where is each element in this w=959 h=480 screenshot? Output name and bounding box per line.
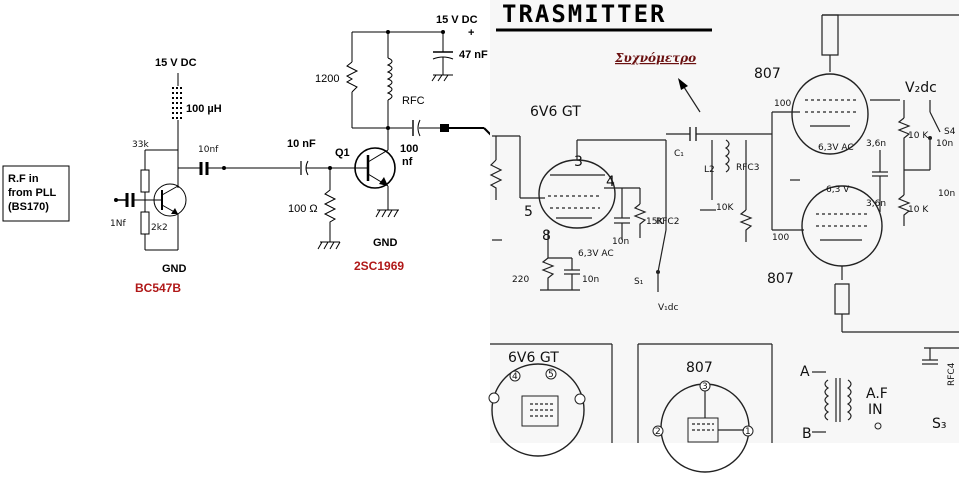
rf-input-box: [2, 165, 70, 222]
rfc4-label: RFC4: [947, 362, 957, 386]
heater1-label: 6,3V AC: [578, 249, 614, 259]
c1-label: C₁: [674, 149, 684, 159]
r10ka-label: 10 K: [908, 131, 929, 141]
base-6v6-label: 6V6 GT: [508, 350, 559, 366]
r10k-label: 10K: [716, 203, 734, 213]
rfc2-label: RFC2: [656, 217, 679, 227]
base-807-diagram: [652, 380, 754, 473]
transistor1-label: BC547B: [135, 281, 181, 295]
rfc-label: RFC: [402, 95, 425, 107]
r33k-label: 33k: [132, 140, 149, 150]
v2dc-label: V₂dc: [905, 80, 937, 96]
heater2-label: 6,3V AC: [818, 143, 854, 153]
right-schematic: TRASMITTER Συχνόμετρο 6V6 GT 5 3 4 8 6,3…: [488, 0, 959, 473]
af-in-b-label: IN: [868, 402, 883, 418]
tube-807-top-label: 807: [754, 66, 781, 82]
l2-label: L2: [704, 165, 715, 175]
c1nf-label: 1Nf: [110, 219, 126, 229]
s1-label: S₁: [634, 277, 644, 287]
gnd-label-2: GND: [373, 237, 398, 249]
base-pin1-807: 1: [745, 427, 751, 437]
c3n6b-label: 3,6n: [866, 199, 886, 209]
r1200-label: 1200: [315, 73, 339, 85]
gnd-label-1: GND: [162, 263, 187, 275]
base-pin3-807: 3: [702, 382, 708, 392]
plus-sign: +: [468, 27, 474, 39]
af-in-a-label: A.F: [866, 386, 888, 402]
choke-100uh: [172, 87, 184, 119]
heater3-label: 6,3 V: [826, 185, 850, 195]
c10nF-label: 10 nF: [287, 138, 316, 150]
transistor2-label: 2SC1969: [354, 259, 404, 273]
c47nf-label: 47 nF: [459, 49, 488, 61]
rf-box-line1: R.F in: [8, 173, 39, 185]
c10n-label: 10n: [612, 237, 629, 247]
c3n6a-label: 3,6n: [866, 139, 886, 149]
supply-label-2: 15 V DC: [436, 14, 478, 26]
pin5-label: 5: [524, 204, 533, 220]
tube-807-top: [791, 73, 869, 155]
q1-label: Q1: [335, 147, 350, 159]
r100b-label: 100: [772, 233, 789, 243]
base-807-label: 807: [686, 360, 713, 376]
s3-label: S₃: [932, 416, 947, 432]
c10nc-label: 10n: [936, 139, 953, 149]
pin-b-label: B: [802, 426, 812, 442]
base-pin5-6v6: 5: [548, 370, 554, 380]
s4-label: S4: [944, 127, 956, 137]
rfc3-label: RFC3: [736, 163, 759, 173]
pin-a-label: A: [800, 364, 810, 380]
base-6v6-diagram: [488, 363, 586, 457]
c100nf-label-b: nf: [402, 156, 413, 168]
r100-label: 100 Ω: [288, 203, 318, 215]
resistor-33k: [140, 169, 150, 193]
c10n-b-label: 10n: [582, 275, 599, 285]
transmitter-title: TRASMITTER: [502, 0, 667, 28]
r2k2-label: 2k2: [151, 223, 168, 233]
r10kb-label: 10 K: [908, 205, 929, 215]
r100a-label: 100: [774, 99, 791, 109]
rf-box-line3: (BS170): [8, 201, 49, 213]
pin8-label: 8: [542, 228, 551, 244]
pin4-label: 4: [606, 174, 615, 190]
resistor-2k2: [140, 211, 150, 235]
transistor-bc547b: [153, 183, 187, 217]
left-schematic: R.F in from PLL (BS170) 15 V DC 100 µH 3…: [2, 14, 493, 295]
rf-box-line2: from PLL: [8, 187, 57, 199]
tube-6v6-label: 6V6 GT: [530, 104, 581, 120]
supply-label-1: 15 V DC: [155, 57, 197, 69]
r220-label: 220: [512, 275, 529, 285]
tube-807-bottom-label: 807: [767, 271, 794, 287]
v1dc-label: V₁dc: [658, 303, 678, 313]
choke-label: 100 µH: [186, 103, 222, 115]
transistor-q1: [354, 147, 396, 189]
base-pin2-807: 2: [655, 427, 661, 437]
pin3-label: 3: [574, 154, 583, 170]
c10nd-label: 10n: [938, 189, 955, 199]
r15k-label: 15K: [646, 217, 664, 227]
c100nf-label-a: 100: [400, 143, 418, 155]
base-pin4-6v6: 4: [512, 372, 518, 382]
meter-label: Συχνόμετρο: [614, 51, 696, 65]
c10nf-label: 10nf: [198, 145, 219, 155]
